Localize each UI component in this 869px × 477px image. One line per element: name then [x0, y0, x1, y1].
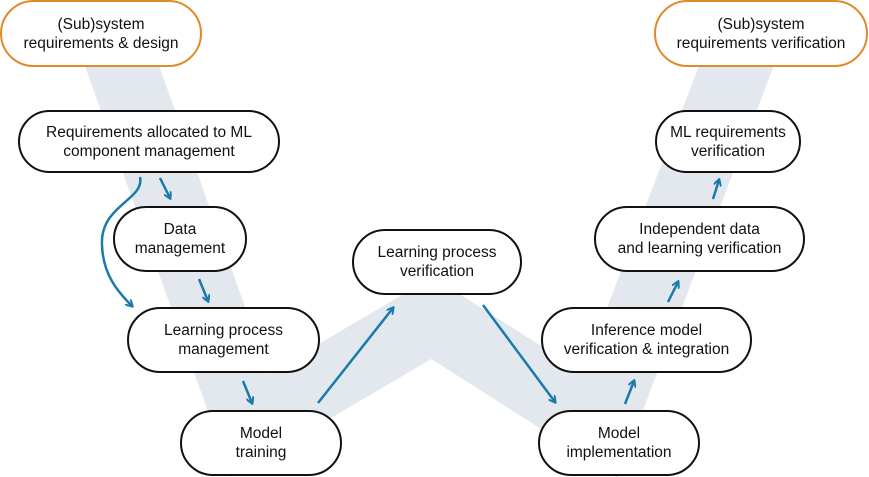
- arrow-infer-verif-to-indep-verif: [666, 282, 678, 303]
- arrow-data-mgmt-to-learn-mgmt: [197, 278, 208, 301]
- node-indep-verif: Independent data and learning verificati…: [594, 206, 805, 272]
- node-learn-mgmt: Learning process management: [127, 307, 320, 373]
- arrow-model-impl-to-infer-verif: [623, 381, 634, 405]
- node-sys-design: (Sub)system requirements & design: [0, 0, 202, 67]
- arrow-model-train-to-learn-verif: [317, 308, 393, 404]
- arrow-indep-verif-to-ml-req-verif: [711, 180, 719, 200]
- node-data-mgmt: Data management: [113, 206, 247, 272]
- node-learn-verif: Learning process verification: [352, 229, 522, 295]
- arrow-req-ml-to-learn-mgmt: [100, 176, 142, 306]
- edges: [100, 176, 719, 405]
- node-model-train: Model training: [180, 410, 342, 476]
- node-model-impl: Model implementation: [538, 410, 700, 476]
- node-ml-req-verif: ML requirements verification: [655, 110, 801, 173]
- node-req-ml: Requirements allocated to ML component m…: [18, 110, 280, 173]
- arrow-learn-verif-to-model-impl: [481, 304, 555, 402]
- arrow-learn-mgmt-to-model-train: [241, 380, 252, 403]
- node-sys-verif: (Sub)system requirements verification: [654, 0, 868, 67]
- node-infer-verif: Inference model verification & integrati…: [541, 307, 752, 373]
- arrow-req-ml-to-data-mgmt: [158, 177, 170, 198]
